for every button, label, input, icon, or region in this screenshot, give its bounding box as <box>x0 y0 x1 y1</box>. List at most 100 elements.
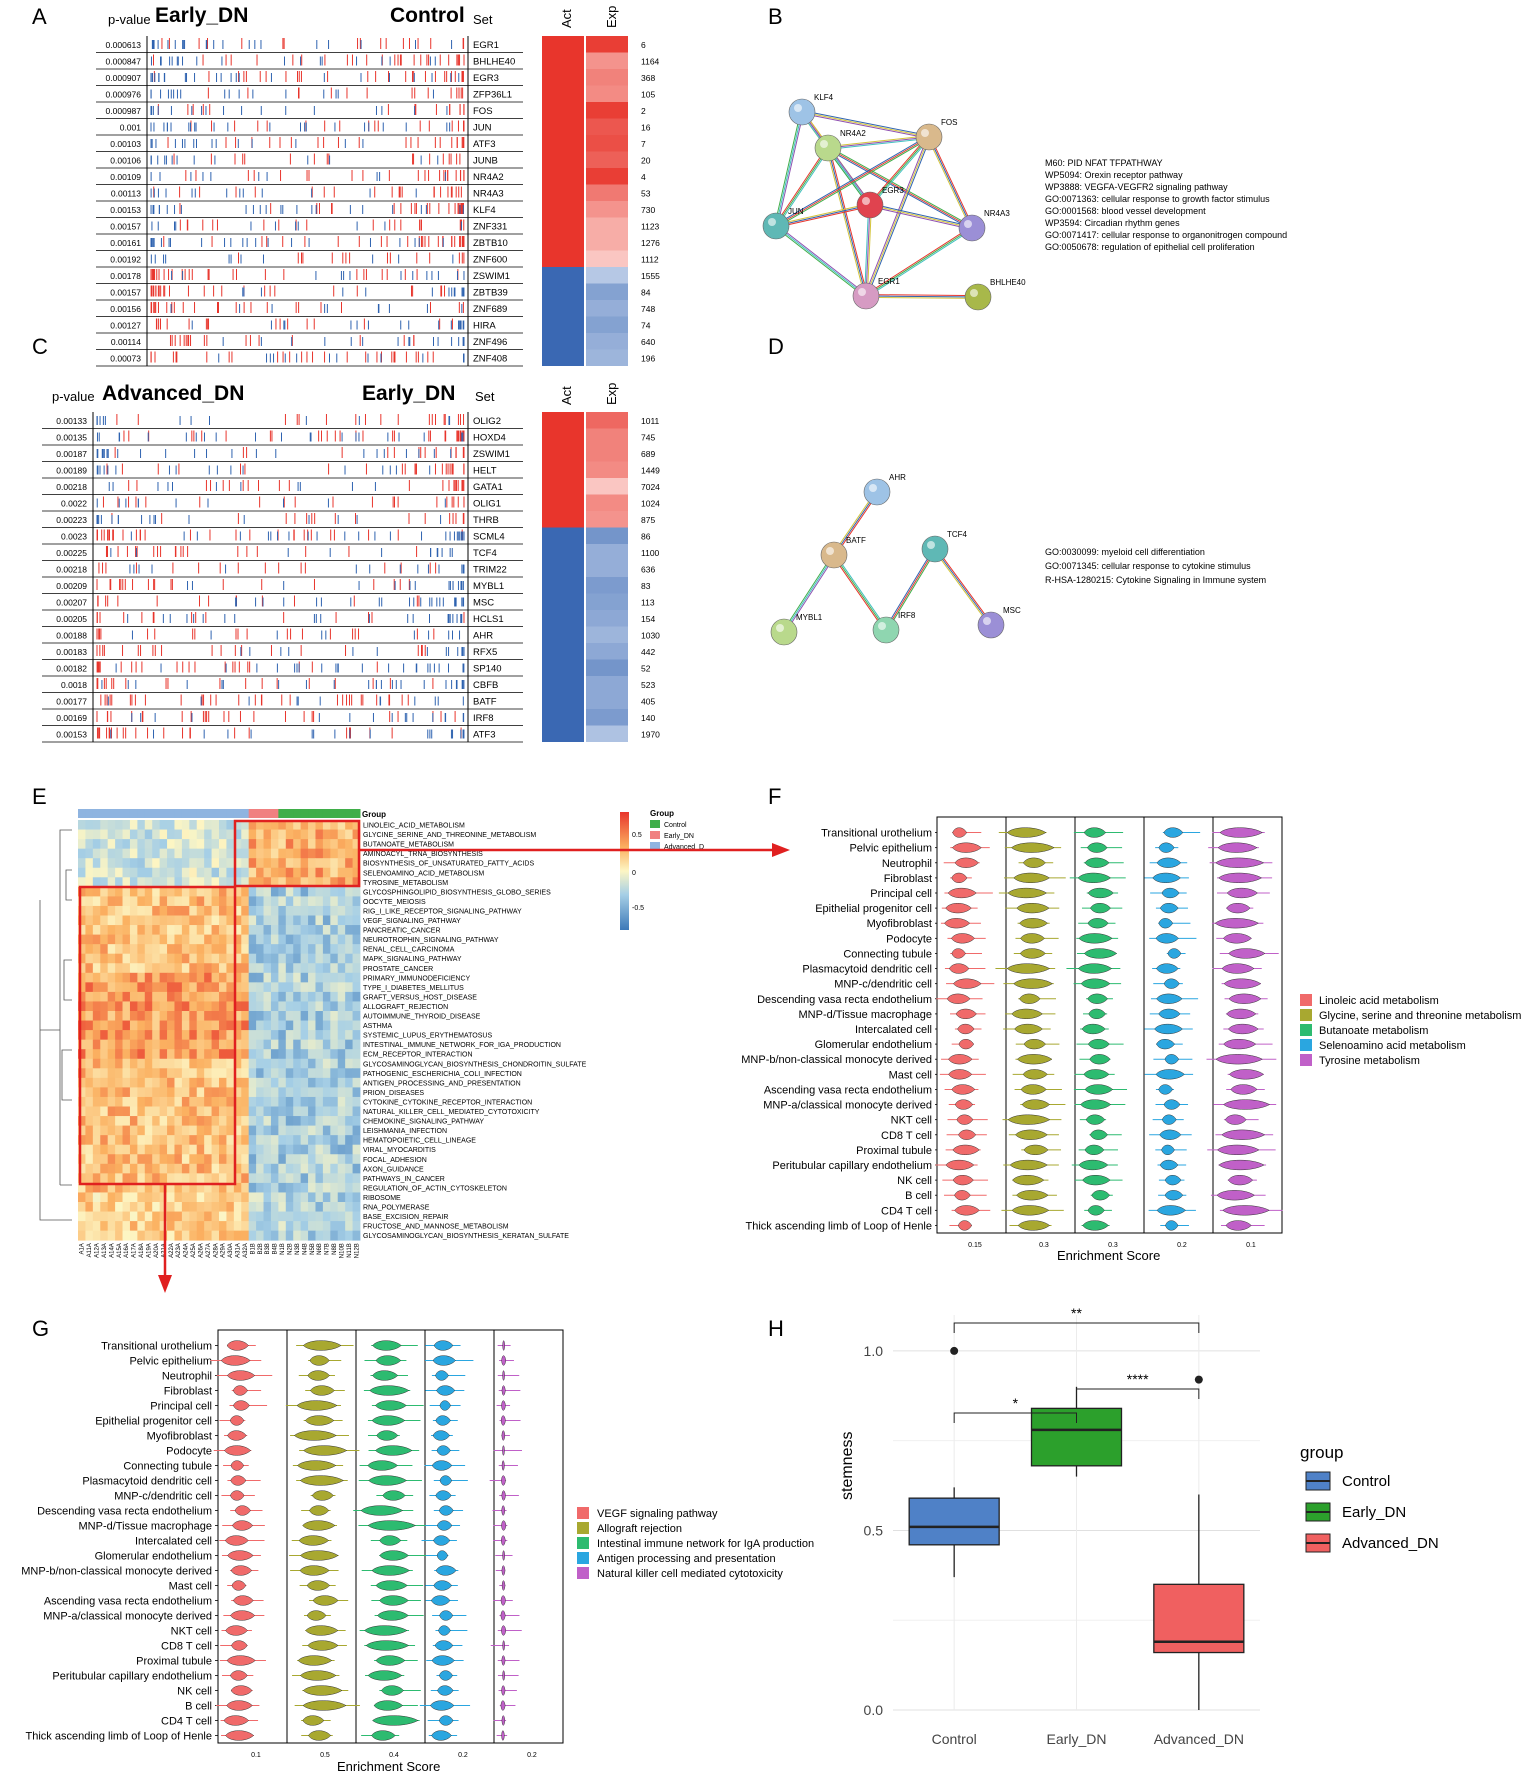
heatmap-cell <box>226 972 235 983</box>
heatmap-cell <box>167 1116 175 1126</box>
heatmap-cell <box>211 886 220 897</box>
heatmap-cell <box>300 1221 309 1232</box>
heatmap-cell <box>211 1211 220 1222</box>
heatmap-cell <box>152 1221 161 1232</box>
heatmap-cell <box>159 1182 168 1193</box>
heatmap-cell <box>263 972 272 983</box>
heatmap-cell <box>204 1192 212 1203</box>
heatmap-cell <box>270 934 279 945</box>
violin-shape <box>379 1595 409 1606</box>
heatmap-cell <box>137 972 146 983</box>
heatmap-cell <box>152 1106 161 1117</box>
violin-shape <box>1084 1084 1114 1095</box>
heatmap-cell <box>233 1230 242 1241</box>
heatmap-cell <box>293 839 302 850</box>
heatmap-cell <box>219 953 227 964</box>
heatmap-cell <box>248 963 257 974</box>
heatmap-cell <box>196 858 205 869</box>
heatmap-cell <box>144 934 153 945</box>
violin-shape <box>432 1355 456 1366</box>
sample-label: B4B <box>273 1243 279 1254</box>
heatmap-cell <box>352 925 361 935</box>
heatmap-cell <box>100 915 109 926</box>
heatmap-cell <box>115 1182 123 1193</box>
heatmap-cell <box>322 867 331 878</box>
heatmap-cell <box>181 905 190 916</box>
heatmap-cell <box>85 1154 94 1165</box>
heatmap-cell <box>219 925 227 935</box>
x-tick-label: Advanced_DN <box>1154 1731 1244 1747</box>
heatmap-cell <box>248 934 257 945</box>
network-edge <box>869 204 973 229</box>
term-text: R-HSA-1280215: Cytokine Signaling in Imm… <box>1045 575 1266 585</box>
heatmap-cell <box>144 1192 153 1203</box>
heatmap-cell <box>167 1125 175 1136</box>
network-edge <box>774 226 866 298</box>
heatmap-cell <box>107 886 116 897</box>
cell-type-label: Neutrophil <box>162 1371 212 1383</box>
heatmap-cell <box>189 867 198 878</box>
heatmap-cell <box>129 896 138 907</box>
heatmap-cell <box>293 1068 302 1079</box>
heatmap-cell <box>241 1030 250 1041</box>
activity-cell <box>542 333 584 350</box>
heatmap-cell <box>85 934 94 945</box>
heatmap-cell <box>293 1030 302 1041</box>
heatmap-cell <box>241 858 250 869</box>
heatmap-cell <box>241 1087 250 1098</box>
pvalue-text: 0.00207 <box>56 598 87 608</box>
violin-shape <box>371 1415 406 1426</box>
expression-cell <box>586 300 628 317</box>
heatmap-cell <box>107 867 116 878</box>
sample-label: A23A <box>176 1243 182 1258</box>
heatmap-cell <box>211 1125 220 1136</box>
heatmap-cell <box>263 858 272 869</box>
heatmap-cell <box>248 867 257 878</box>
group-bar-cell <box>107 809 116 818</box>
heatmap-cell <box>256 1096 264 1107</box>
pvalue-text: 0.000907 <box>106 73 142 83</box>
cell-type-label: Connecting tubule <box>843 948 932 960</box>
node-highlight <box>869 484 877 492</box>
heatmap-cell <box>256 1202 264 1212</box>
expression-cell <box>586 184 628 201</box>
violin-shape <box>1228 948 1266 959</box>
network-edge <box>935 547 993 625</box>
heatmap-cell <box>330 953 339 964</box>
expression-cell <box>586 36 628 53</box>
heatmap-cell <box>315 820 324 830</box>
heatmap-cell <box>352 820 361 830</box>
network-edge <box>870 203 973 228</box>
expression-cell <box>586 511 628 528</box>
activity-cell <box>542 85 584 102</box>
violin-shape <box>1223 978 1262 989</box>
heatmap-cell <box>167 867 175 878</box>
network-edge <box>866 294 979 297</box>
heatmap-cell <box>159 1068 168 1079</box>
set-size-text: 53 <box>641 189 651 199</box>
heatmap-cell <box>293 1192 302 1203</box>
heatmap-cell <box>174 867 183 878</box>
heatmap-cell <box>167 953 175 964</box>
heatmap-cell <box>330 915 339 926</box>
heatmap-cell <box>92 1125 101 1136</box>
violin-shape <box>951 1084 976 1095</box>
heatmap-cell <box>107 944 116 955</box>
heatmap-cell <box>174 925 183 935</box>
heatmap-cell <box>107 1011 116 1021</box>
heatmap-cell <box>337 1125 346 1136</box>
heatmap-cell <box>152 1154 161 1165</box>
heatmap-cell <box>85 1125 94 1136</box>
heatmap-cell <box>248 1221 257 1232</box>
heatmap-cell <box>308 1163 316 1174</box>
pathway-label: LINOLEIC_ACID_METABOLISM <box>363 823 465 830</box>
set-label: Set <box>475 389 495 404</box>
heatmap-cell <box>115 848 123 859</box>
violin-shape <box>1017 1054 1053 1065</box>
violin-shape <box>1085 1114 1106 1125</box>
heatmap-cell <box>92 1182 101 1193</box>
heatmap-cell <box>219 1211 227 1222</box>
violin-shape <box>501 1625 507 1636</box>
